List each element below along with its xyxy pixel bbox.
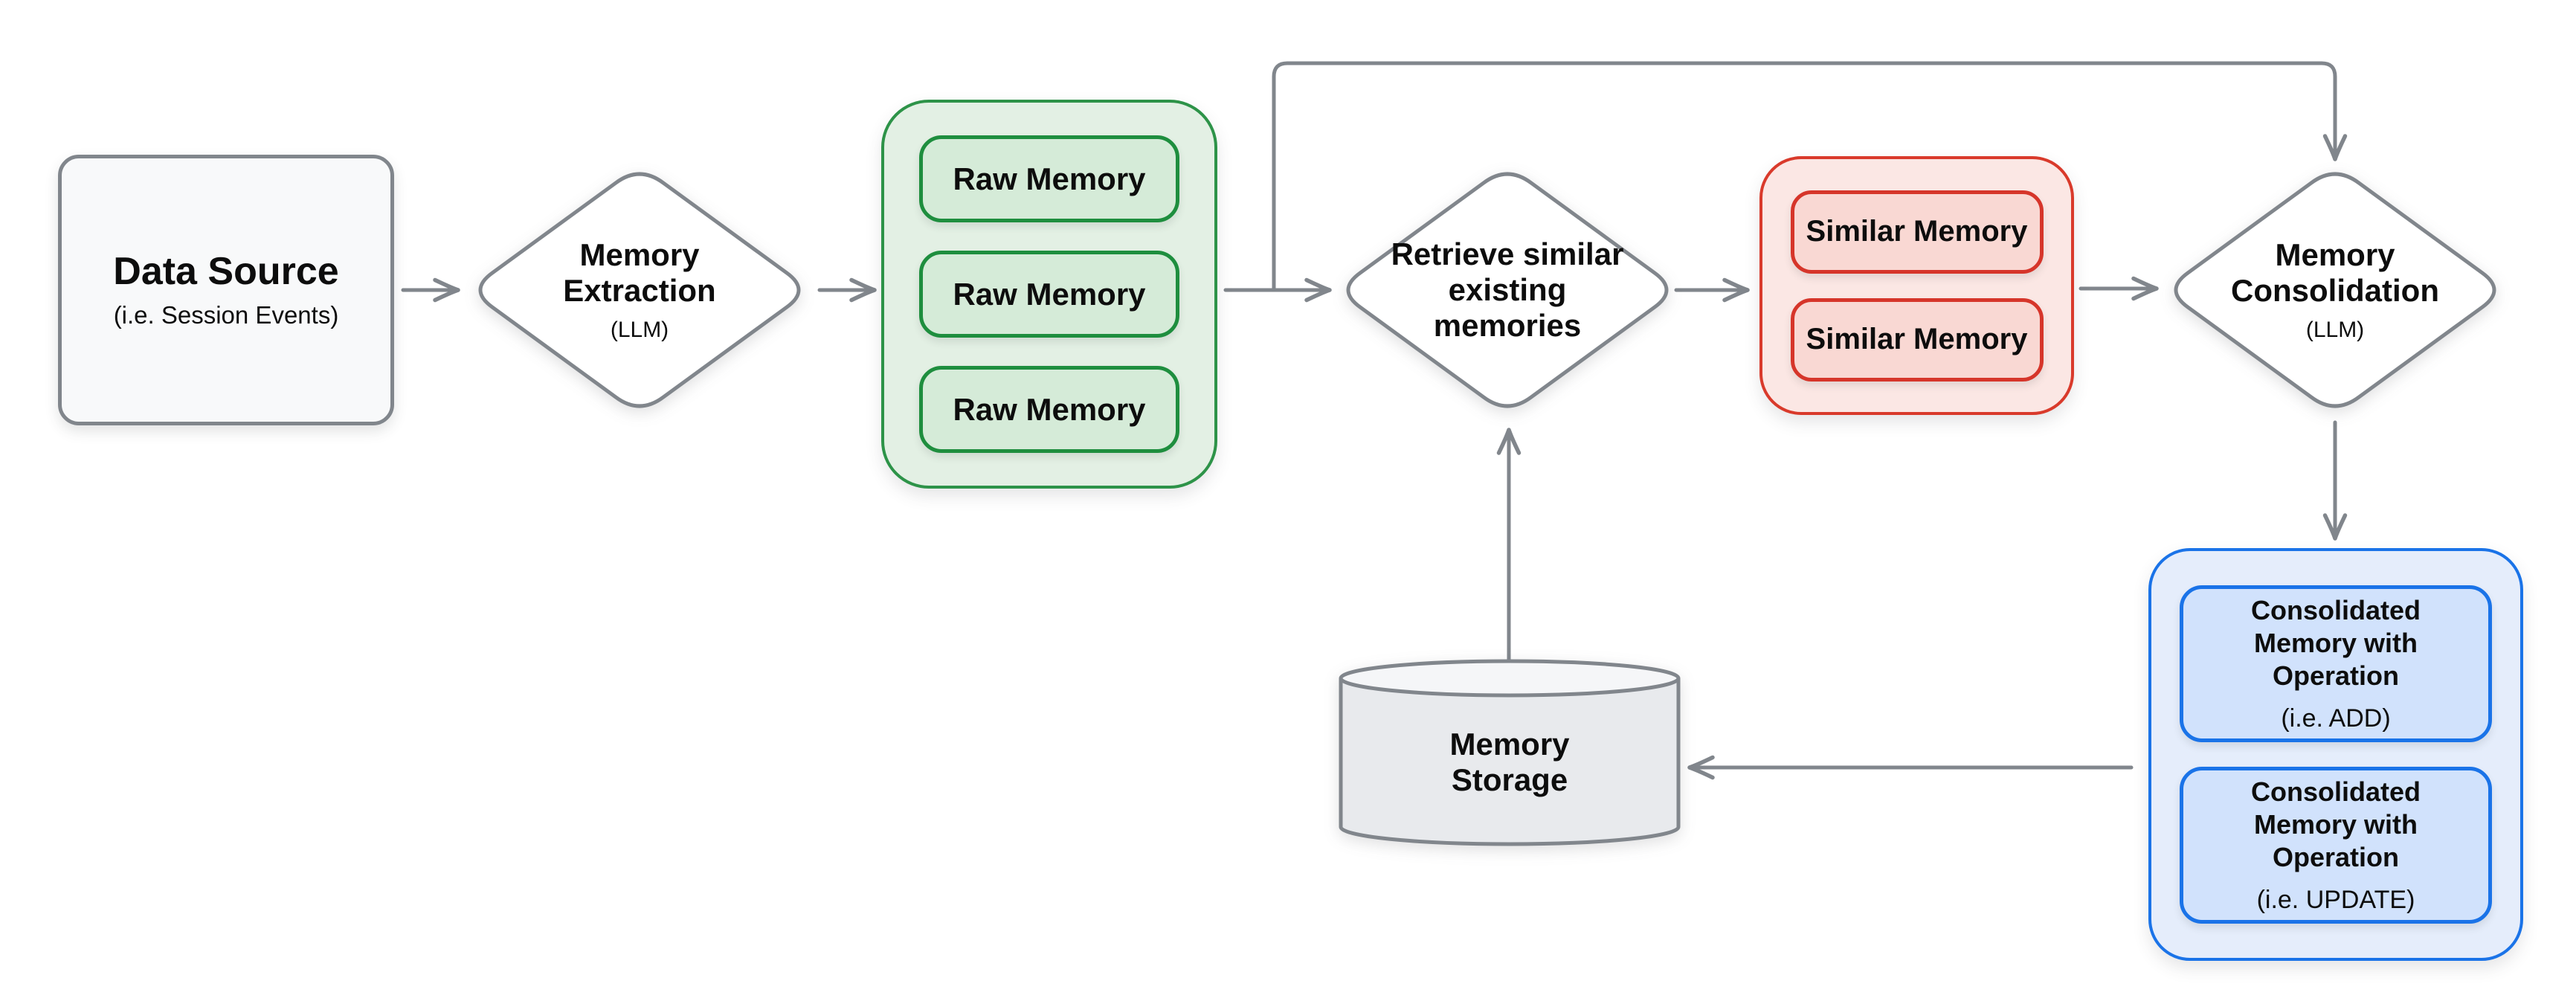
memory-extraction-subtitle: (LLM) [610, 317, 669, 342]
retrieve-line3: memories [1433, 307, 1582, 343]
similar-memory-label: Similar Memory [1806, 323, 2028, 355]
raw-memory-chip: Raw Memory [919, 366, 1179, 453]
diamond-memory-consolidation [2174, 172, 2496, 408]
similar-memory-chip: Similar Memory [1790, 297, 2044, 382]
cylinder-top [1339, 659, 1681, 698]
memory-storage-line1: Memory [1449, 727, 1570, 762]
arrow-feedback-loop [1272, 61, 2348, 292]
node-data-source: Data Source (i.e. Session Events) [58, 155, 394, 425]
similar-memory-label: Similar Memory [1806, 215, 2028, 248]
memory-consolidation-line1: Memory [2275, 237, 2395, 273]
similar-memory-chip: Similar Memory [1790, 190, 2044, 274]
raw-memory-label: Raw Memory [953, 391, 1146, 427]
memory-extraction-line2: Extraction [563, 273, 716, 308]
memory-storage-line2: Storage [1451, 762, 1568, 797]
raw-memory-chip: Raw Memory [919, 135, 1179, 222]
memory-extraction-line1: Memory [579, 237, 700, 273]
node-memory-storage: Memory Storage [1341, 684, 1678, 840]
raw-memory-label: Raw Memory [953, 161, 1146, 196]
data-source-subtitle: (i.e. Session Events) [113, 300, 339, 329]
retrieve-line1: Retrieve similar [1391, 236, 1624, 272]
consolidated-memory-chip: Consolidated Memory with Operation (i.e.… [2180, 585, 2492, 742]
node-memory-extraction: Memory Extraction (LLM) [468, 165, 811, 415]
diamond-retrieve-memories [1346, 172, 1669, 408]
memory-storage-cylinder [1339, 659, 1681, 846]
retrieve-line2: existing [1448, 272, 1567, 308]
group-raw-memories: Raw Memory Raw Memory Raw Memory [881, 100, 1217, 489]
cylinder-body [1339, 678, 1681, 846]
memory-consolidation-line2: Consolidation [2231, 273, 2439, 308]
raw-memory-label: Raw Memory [953, 276, 1146, 312]
consolidated-memory-subtitle: (i.e. ADD) [2281, 704, 2391, 733]
memory-consolidation-subtitle: (LLM) [2305, 317, 2365, 342]
consolidated-memory-chip: Consolidated Memory with Operation (i.e.… [2180, 767, 2492, 924]
consolidated-memory-title: Consolidated Memory with Operation [2250, 595, 2421, 691]
raw-memory-chip: Raw Memory [919, 251, 1179, 338]
group-similar-memories: Similar Memory Similar Memory [1759, 156, 2074, 415]
consolidated-memory-title: Consolidated Memory with Operation [2250, 776, 2421, 872]
node-retrieve-memories: Retrieve similar existing memories [1336, 165, 1678, 415]
group-consolidated-memories: Consolidated Memory with Operation (i.e.… [2148, 548, 2523, 961]
consolidated-memory-subtitle: (i.e. UPDATE) [2256, 885, 2415, 914]
diamond-memory-extraction [478, 172, 801, 408]
data-source-title: Data Source [113, 250, 339, 294]
node-memory-consolidation: Memory Consolidation (LLM) [2164, 165, 2506, 415]
